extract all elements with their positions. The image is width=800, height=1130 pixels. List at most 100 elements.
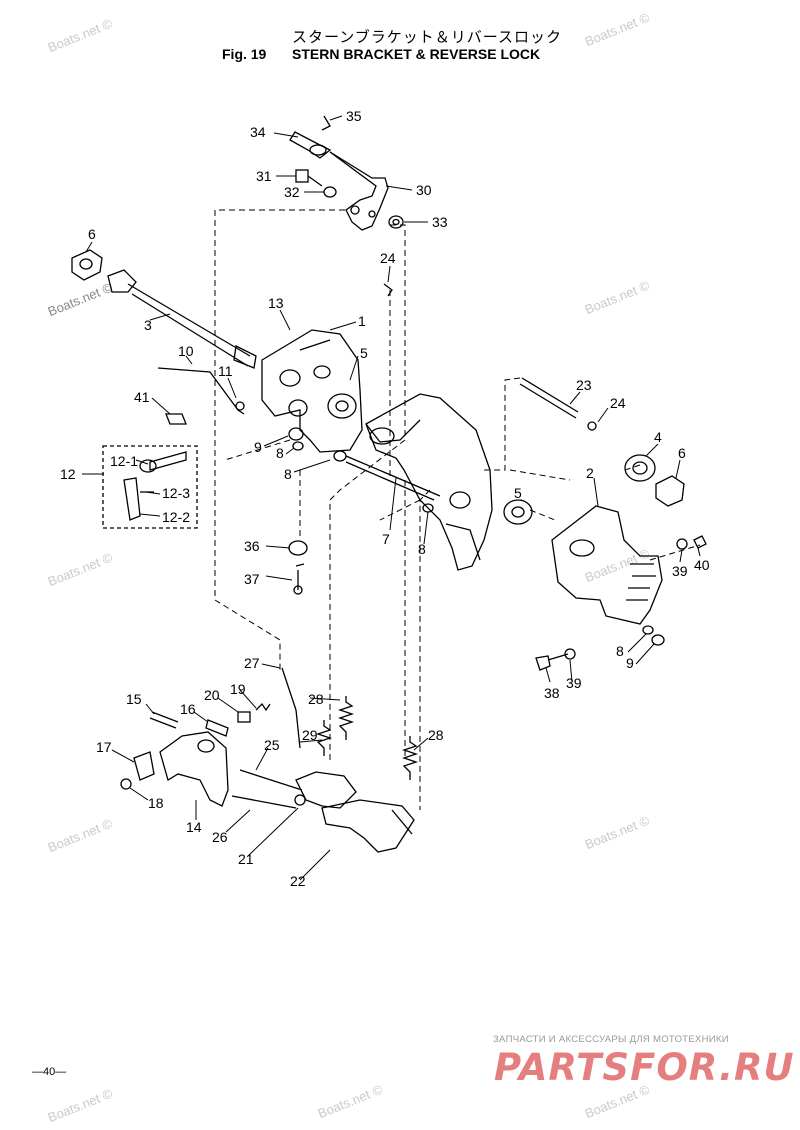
part-8-washer <box>333 450 347 462</box>
part-18-screw <box>120 778 132 790</box>
callout-29: 29 <box>302 727 318 743</box>
part-12-assembly <box>102 445 198 529</box>
callout-12-1: 12-1 <box>110 453 138 469</box>
callout-27: 27 <box>244 655 260 671</box>
callout-12-3: 12-3 <box>162 485 190 501</box>
figure-number: Fig. 19 <box>222 46 267 62</box>
part-24-clip <box>587 421 597 431</box>
brand-logo: PARTSFOR.RU <box>494 1046 795 1089</box>
part-41-plate <box>165 413 187 425</box>
callout-28: 28 <box>308 691 324 707</box>
callout-12: 12 <box>60 466 76 482</box>
part-3-tilt-shaft <box>107 269 257 369</box>
callout-31: 31 <box>256 168 272 184</box>
callout-32: 32 <box>284 184 300 200</box>
callout-6: 6 <box>88 226 96 242</box>
part-23-pin <box>519 377 579 419</box>
part-24-clip <box>383 283 393 297</box>
callout-1: 1 <box>358 313 366 329</box>
callout-20: 20 <box>204 687 220 703</box>
part-13-pin <box>288 399 308 417</box>
part-19-spring <box>255 702 271 712</box>
part-20-collar <box>237 711 251 723</box>
page-number: —40— <box>32 1066 67 1078</box>
callout-26: 26 <box>212 829 228 845</box>
part-32-washer <box>323 186 337 198</box>
callout-21: 21 <box>238 851 254 867</box>
callout-6: 6 <box>678 445 686 461</box>
labels-and-leaders <box>82 115 701 881</box>
part-1-stern-bracket-left <box>261 329 363 453</box>
part-17-plate <box>133 751 155 781</box>
callout-16: 16 <box>180 701 196 717</box>
callout-33: 33 <box>432 214 448 230</box>
part-8-washer <box>292 441 304 451</box>
part-5-bushing-left <box>327 393 357 419</box>
callout-5: 5 <box>514 485 522 501</box>
callout-9: 9 <box>626 655 634 671</box>
callout-24: 24 <box>380 250 396 266</box>
callout-14: 14 <box>186 819 202 835</box>
brand-subtitle: ЗАПЧАСТИ И АКСЕССУАРЫ ДЛЯ МОТОТЕХНИКИ <box>493 1034 729 1045</box>
part-9-washer <box>288 427 304 441</box>
callout-28: 28 <box>428 727 444 743</box>
callout-23: 23 <box>576 377 592 393</box>
header-title-japanese: スターンブラケット＆リバースロック <box>292 28 563 46</box>
callout-35: 35 <box>346 108 362 124</box>
part-21-lever <box>294 771 357 809</box>
part-30-lever <box>329 151 389 231</box>
callout-13: 13 <box>268 295 284 311</box>
callout-2: 2 <box>586 465 594 481</box>
callout-12-2: 12-2 <box>162 509 190 525</box>
callout-15: 15 <box>126 691 142 707</box>
part-29-spring <box>315 720 333 756</box>
part-28-spring <box>337 696 355 740</box>
callout-34: 34 <box>250 124 266 140</box>
part-36-cap <box>288 540 308 556</box>
callout-5: 5 <box>360 345 368 361</box>
part-22-bracket <box>321 799 415 853</box>
part-39-washer <box>564 648 576 660</box>
callout-18: 18 <box>148 795 164 811</box>
swivel-bracket <box>365 393 493 571</box>
callout-7: 7 <box>382 531 390 547</box>
figure-title: STERN BRACKET & REVERSE LOCK <box>292 46 541 62</box>
part-25-rod <box>239 769 303 791</box>
part-4-bushing <box>624 454 656 482</box>
part-6-nut-left <box>71 249 103 281</box>
part-9-washer <box>651 634 665 646</box>
part-33-washer <box>388 215 404 229</box>
part-37-screw <box>293 563 305 595</box>
callout-4: 4 <box>654 429 662 445</box>
part-7-bolt <box>345 455 441 501</box>
part-38-bolt <box>535 653 569 671</box>
callout-24: 24 <box>610 395 626 411</box>
callout-8: 8 <box>284 466 292 482</box>
callout-9: 9 <box>254 439 262 455</box>
callout-41: 41 <box>134 389 150 405</box>
callout-11: 11 <box>218 363 233 379</box>
part-11-clip <box>235 401 245 411</box>
callout-8: 8 <box>418 541 426 557</box>
callout-3: 3 <box>144 317 152 333</box>
part-27-rod <box>281 667 301 749</box>
part-39-washer <box>676 538 688 550</box>
part-5-bushing-right <box>503 499 533 525</box>
callout-10: 10 <box>178 343 194 359</box>
part-26-rod <box>231 795 297 809</box>
callout-19: 19 <box>230 681 246 697</box>
dashed-guide-lines <box>214 209 701 810</box>
part-8-washer <box>642 625 654 635</box>
callout-38: 38 <box>544 685 560 701</box>
callout-30: 30 <box>416 182 432 198</box>
callout-22: 22 <box>290 873 306 889</box>
callout-25: 25 <box>264 737 280 753</box>
part-28-spring <box>401 736 419 780</box>
part-31-bolt <box>295 169 323 187</box>
callout-37: 37 <box>244 571 260 587</box>
part-10-rod <box>157 367 245 415</box>
callout-8: 8 <box>276 445 284 461</box>
part-2-stern-bracket-right <box>551 505 663 625</box>
part-35-clip <box>321 115 331 131</box>
